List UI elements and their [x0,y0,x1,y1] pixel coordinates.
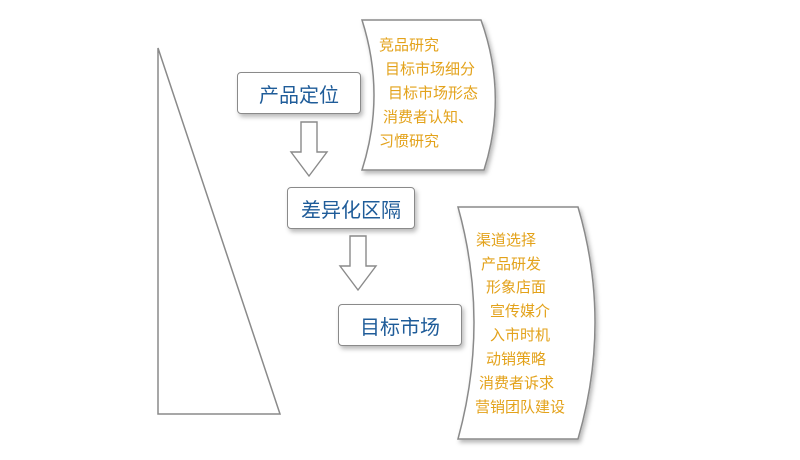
callout-bottom-item: 营销团队建设 [475,398,566,416]
callout-bottom-item: 产品研发 [481,255,542,273]
callout-bottom-item: 动销策略 [486,350,547,368]
callout-top-item: 目标市场形态 [388,84,479,102]
callout-top-item: 目标市场细分 [385,60,476,78]
callout-bottom-item: 形象店面 [486,278,547,296]
callout-bottom-item: 宣传媒介 [490,302,551,320]
down-arrow-icon [289,121,329,178]
callout-top-shape [360,19,497,171]
callout-bottom-shape [457,206,596,440]
callout-top-item: 消费者认知、 [383,108,474,126]
step-label: 产品定位 [259,82,339,107]
callout-top-item: 竞品研究 [379,36,440,54]
callout-bottom-item: 渠道选择 [476,231,537,249]
step-box-target-market: 目标市场 [338,304,462,346]
step-label: 差异化区隔 [301,197,401,222]
callout-bottom-item: 消费者诉求 [479,374,555,392]
triangle-outline [157,47,282,415]
callout-top-item: 习惯研究 [379,132,440,150]
step-label: 目标市场 [360,314,440,339]
step-box-product-positioning: 产品定位 [237,72,361,114]
callout-bottom-item: 入市时机 [490,326,551,344]
step-box-differentiation: 差异化区隔 [287,187,415,229]
down-arrow-icon [338,235,378,292]
